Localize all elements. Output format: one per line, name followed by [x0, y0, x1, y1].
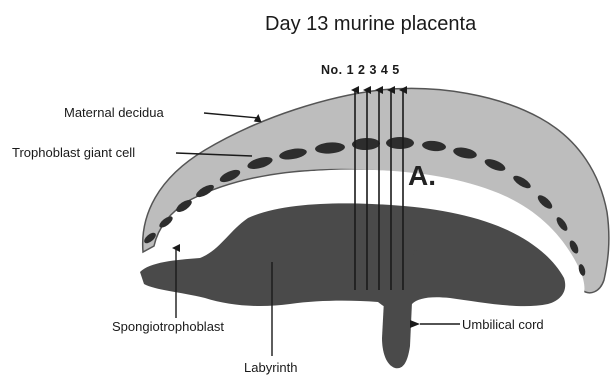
spongiotrophoblast-label: Spongiotrophoblast [112, 320, 224, 333]
region-a-label: A. [408, 162, 436, 190]
labyrinth-label: Labyrinth [244, 361, 297, 374]
diagram-title: Day 13 murine placenta [265, 14, 476, 34]
maternal-decidua-label: Maternal decidua [64, 106, 164, 119]
umbilical-cord-label: Umbilical cord [462, 318, 544, 331]
trophoblast-giant-cell-label: Trophoblast giant cell [12, 146, 135, 159]
region-b-label: B [406, 241, 418, 259]
umbilical-cord-shape [382, 300, 412, 368]
probe-positions-label: No. 1 2 3 4 5 [321, 64, 400, 77]
decidua-leader [204, 113, 258, 118]
